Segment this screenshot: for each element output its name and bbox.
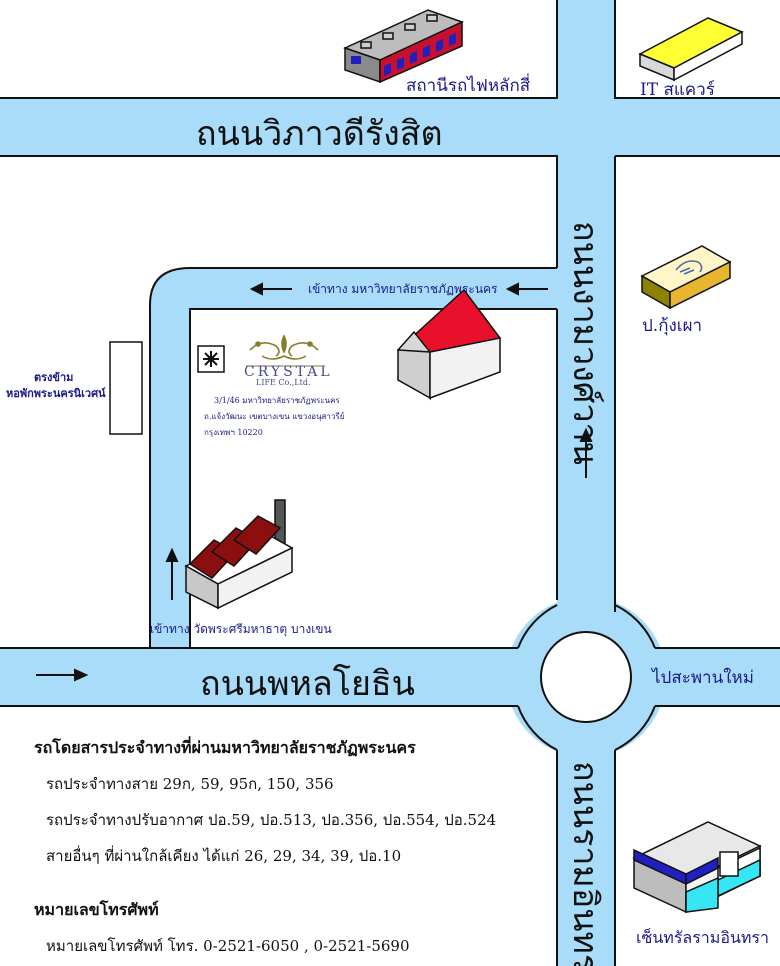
train-station-label: สถานีรถไฟหลักสี่ [406,76,531,96]
opposite-label: ตรงข้าม [34,371,74,384]
company-address-line3: กรุงเทพฯ 10220 [204,428,263,437]
shrimp-icon [675,260,703,275]
bus-line-1: รถประจำทางสาย 29ก, 59, 95ก, 150, 356 [46,775,334,793]
campus-access-road [150,268,557,648]
phone-line: หมายเลขโทรศัพท์ โทร. 0-2521-6050 , 0-252… [46,937,410,955]
arrow-right-icon [36,668,89,682]
roundabout-island [540,631,632,723]
bus-title: รถโดยสารประจำทางที่ผ่านมหาวิทยาลัยราชภัฏ… [34,738,416,757]
kung-pao-label: ป.กุ้งเผา [642,316,703,336]
company-logo-name: CRYSTAL [244,364,333,380]
bus-line-2: รถประจำทางปรับอากาศ ปอ.59, ปอ.513, ปอ.35… [46,811,497,829]
it-square-label: IT สแควร์ [640,80,715,100]
dormitory-icon [109,341,143,435]
mall-icon [632,821,762,914]
direction-arrows [36,282,593,682]
new-bridge-label: ไปสะพานใหม่ [652,668,754,688]
road-label-vibhavadi: ถนนวิภาวดีรังสิต [196,114,443,154]
company-address-line2: ถ.แจ้งวัฒนะ เขตบางเขน แขวงอนุสาวรีย์ [204,412,345,421]
central-label: เซ็นทรัลรามอินทรา [636,928,770,947]
entrance-top-label: เข้าทาง มหาวิทยาลัยราชภัฏพระนคร [308,282,498,296]
it-square-icon [638,17,744,82]
crystal-logo-ornament [246,334,322,367]
house-icon [397,288,502,401]
company-marker-icon [197,345,225,373]
company-logo-sub: LIFE Co.,Ltd. [256,378,311,387]
road-label-ramintra: ถนนรามอินทรา [565,761,605,966]
entrance-bottom-label: เข้าทาง วัดพระศรีมหาธาตุ บางเขน [150,622,332,636]
train-station-icon [342,9,464,84]
road-label-ngamwongwan: ถนนงามวงศ์วาน [565,221,605,465]
road-label-phahonyothin: ถนนพหลโยธิน [200,664,415,704]
arrow-left-icon [249,282,548,296]
factory-icon [184,499,294,610]
restaurant-icon [640,245,732,310]
phone-title: หมายเลขโทรศัพท์ [34,900,159,919]
company-address-line1: 3/1/46 มหาวิทยาลัยราชภัฏพระนคร [214,396,340,405]
road-vibhavadi [0,98,780,156]
bus-line-3: สายอื่นๆ ที่ผ่านใกล้เคียง ได้แก่ 26, 29,… [46,847,402,865]
dormitory-label: หอพักพระนครนิเวศน์ [6,387,106,400]
arrow-up-icon [165,427,593,600]
road-ngamwongwan [557,0,615,966]
